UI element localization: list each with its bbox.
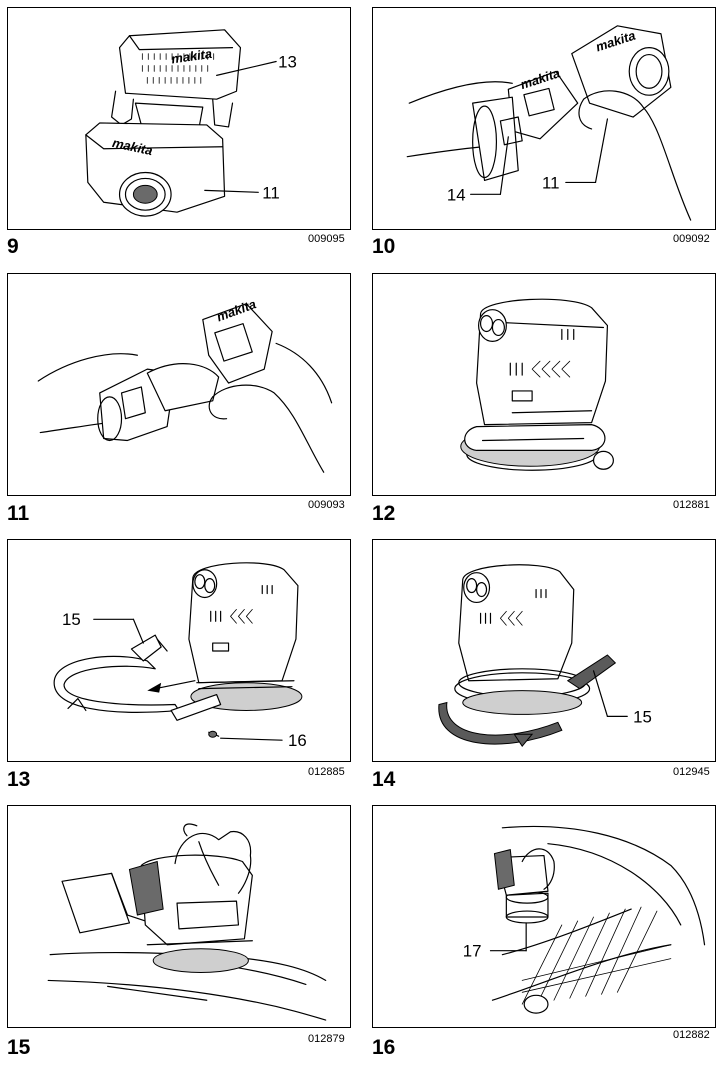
callout-11: 11 xyxy=(542,173,559,192)
figure-13-code: 012885 xyxy=(308,766,345,778)
figure-12-number: 12 xyxy=(372,502,396,525)
figure-14-code: 012945 xyxy=(673,766,710,778)
dust-nozzle-mounted-illustration: 15 xyxy=(438,564,652,747)
callout-17: 17 xyxy=(463,942,482,961)
sander-illustration xyxy=(460,298,614,471)
callout-11: 11 xyxy=(262,183,279,202)
figure-16-number: 16 xyxy=(372,1036,396,1059)
filter-removal-illustration: makita makita 14 11 xyxy=(406,25,692,221)
figure-12-code: 012881 xyxy=(673,499,710,511)
figure-16-panel: 17 xyxy=(372,805,716,1028)
callout-13: 13 xyxy=(278,52,297,71)
dust-box-illustration: makita makita 13 11 xyxy=(85,29,297,217)
figure-11-panel: makita xyxy=(7,273,351,496)
figure-13-panel: 15 16 xyxy=(7,539,351,762)
figure-12-panel xyxy=(372,273,716,496)
figure-9-number: 9 xyxy=(7,235,19,258)
figure-15-panel xyxy=(7,805,351,1028)
filter-cleaning-illustration: makita xyxy=(37,296,333,473)
figure-15-code: 012879 xyxy=(308,1033,345,1045)
figure-11-code: 009093 xyxy=(308,499,345,511)
dust-nozzle-installation-illustration: 15 16 xyxy=(53,562,307,750)
figure-10-number: 10 xyxy=(372,235,396,258)
callout-16: 16 xyxy=(288,731,307,750)
sanding-operation-illustration xyxy=(47,823,327,1021)
callout-14: 14 xyxy=(447,185,466,204)
figure-10-code: 009092 xyxy=(673,233,710,245)
figure-15-number: 15 xyxy=(7,1036,31,1059)
callout-15: 15 xyxy=(62,610,81,629)
figure-16-code: 012882 xyxy=(673,1029,710,1041)
figure-14-panel: 15 xyxy=(372,539,716,762)
figure-11-number: 11 xyxy=(7,502,30,525)
figure-9-code: 009095 xyxy=(308,233,345,245)
figure-13-number: 13 xyxy=(7,768,31,791)
cartridge-logo: makita xyxy=(170,46,212,67)
figure-10-panel: makita makita 14 11 xyxy=(372,7,716,230)
figure-14-number: 14 xyxy=(372,768,396,791)
callout-15: 15 xyxy=(633,707,652,726)
car-panel-sanding-illustration: 17 xyxy=(463,825,706,1014)
figure-9-panel: makita makita 13 11 xyxy=(7,7,351,230)
